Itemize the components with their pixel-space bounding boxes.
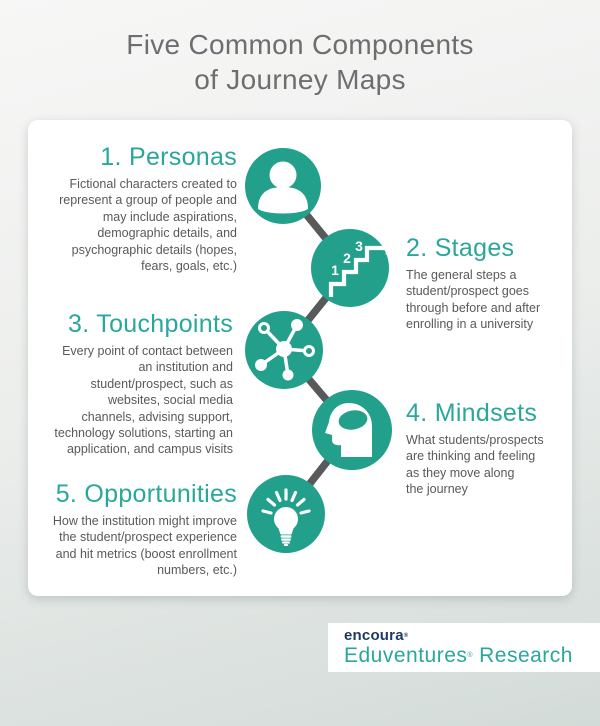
- network-hub-icon: [255, 319, 315, 381]
- section-personas-heading: 1. Personas: [100, 143, 237, 171]
- head-mind-icon: [325, 403, 372, 457]
- stairs-number-3: 3: [355, 238, 363, 254]
- eduventures-research-logo: Eduventures® Research: [344, 644, 600, 668]
- lightbulb-icon: [261, 488, 311, 546]
- stairs-number-2: 2: [343, 250, 351, 266]
- logo-bar: encoura® Eduventures®Research: [328, 623, 600, 672]
- section-personas-body: Fictional characters created to represen…: [59, 177, 237, 274]
- section-opportunities-heading: 5. Opportunities: [55, 480, 237, 508]
- encoura-registered-mark: ®: [403, 633, 409, 639]
- section-opportunities-body: How the institution might improve the st…: [52, 514, 237, 578]
- step-circle-personas: [245, 148, 321, 224]
- page-title: Five Common Components of Journey Maps: [126, 29, 474, 95]
- stairs-number-1: 1: [331, 262, 339, 278]
- section-stages-heading: 2. Stages: [406, 234, 515, 262]
- encoura-logo-text: encoura: [344, 627, 404, 644]
- section-mindsets-body: What students/prospects are thinking and…: [406, 433, 544, 497]
- encoura-logo: encoura®: [344, 627, 600, 644]
- section-touchpoints-heading: 3. Touchpoints: [68, 310, 233, 338]
- section-stages: 2. Stages The general steps a student/pr…: [406, 233, 576, 333]
- section-touchpoints: 3. Touchpoints Every point of contact be…: [33, 309, 233, 458]
- eduventures-logo-text: Eduventures: [344, 644, 468, 667]
- section-stages-body: The general steps a student/prospect goe…: [406, 268, 541, 332]
- section-touchpoints-body: Every point of contact between an instit…: [54, 344, 233, 457]
- step-circle-mindsets: [312, 390, 392, 470]
- section-mindsets-heading: 4. Mindsets: [406, 399, 538, 427]
- person-icon: [258, 161, 308, 214]
- section-mindsets: 4. Mindsets What students/prospects are …: [406, 398, 581, 498]
- research-logo-text: Research: [479, 644, 573, 667]
- step-circle-touchpoints: [245, 311, 323, 389]
- section-personas: 1. Personas Fictional characters created…: [40, 142, 237, 274]
- eduventures-registered-mark: ®: [467, 652, 474, 659]
- step-circle-stages: 1 2 3: [311, 229, 389, 307]
- section-opportunities: 5. Opportunities How the institution mig…: [37, 479, 237, 579]
- step-circle-opportunities: [247, 475, 325, 553]
